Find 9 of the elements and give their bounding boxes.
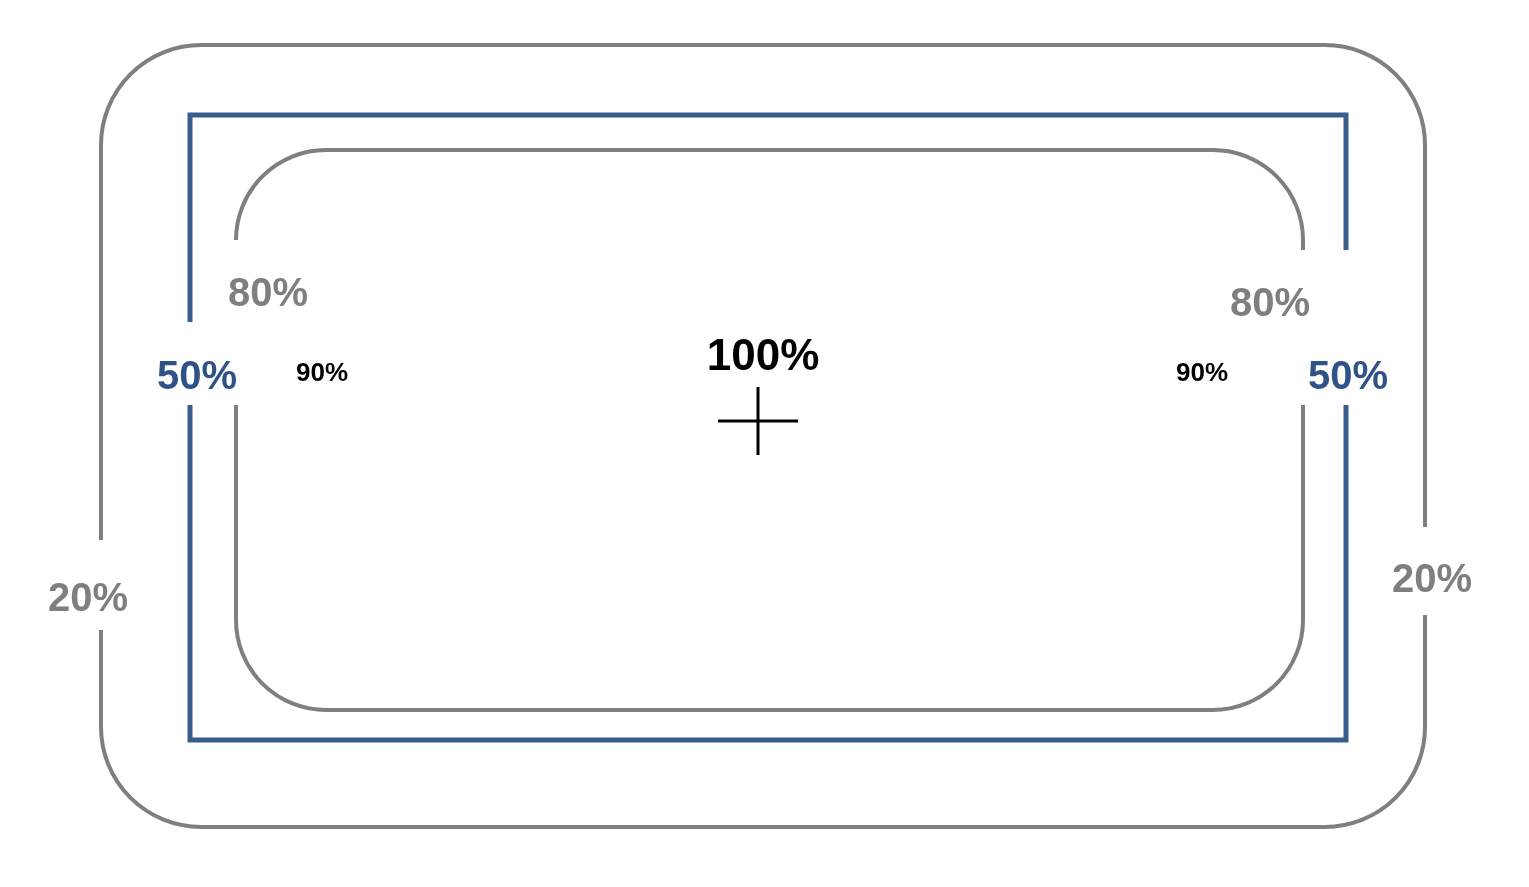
percentage-label: 20%	[47, 577, 129, 617]
percentage-label: 80%	[227, 272, 309, 312]
percentage-label: 90%	[1176, 359, 1228, 385]
percentage-label: 50%	[156, 355, 238, 395]
percentage-label: 100%	[706, 333, 820, 377]
percentage-label: 90%	[296, 359, 348, 385]
percentage-label: 80%	[1229, 282, 1311, 322]
percentage-label: 50%	[1307, 355, 1389, 395]
percentage-label: 20%	[1391, 558, 1473, 598]
